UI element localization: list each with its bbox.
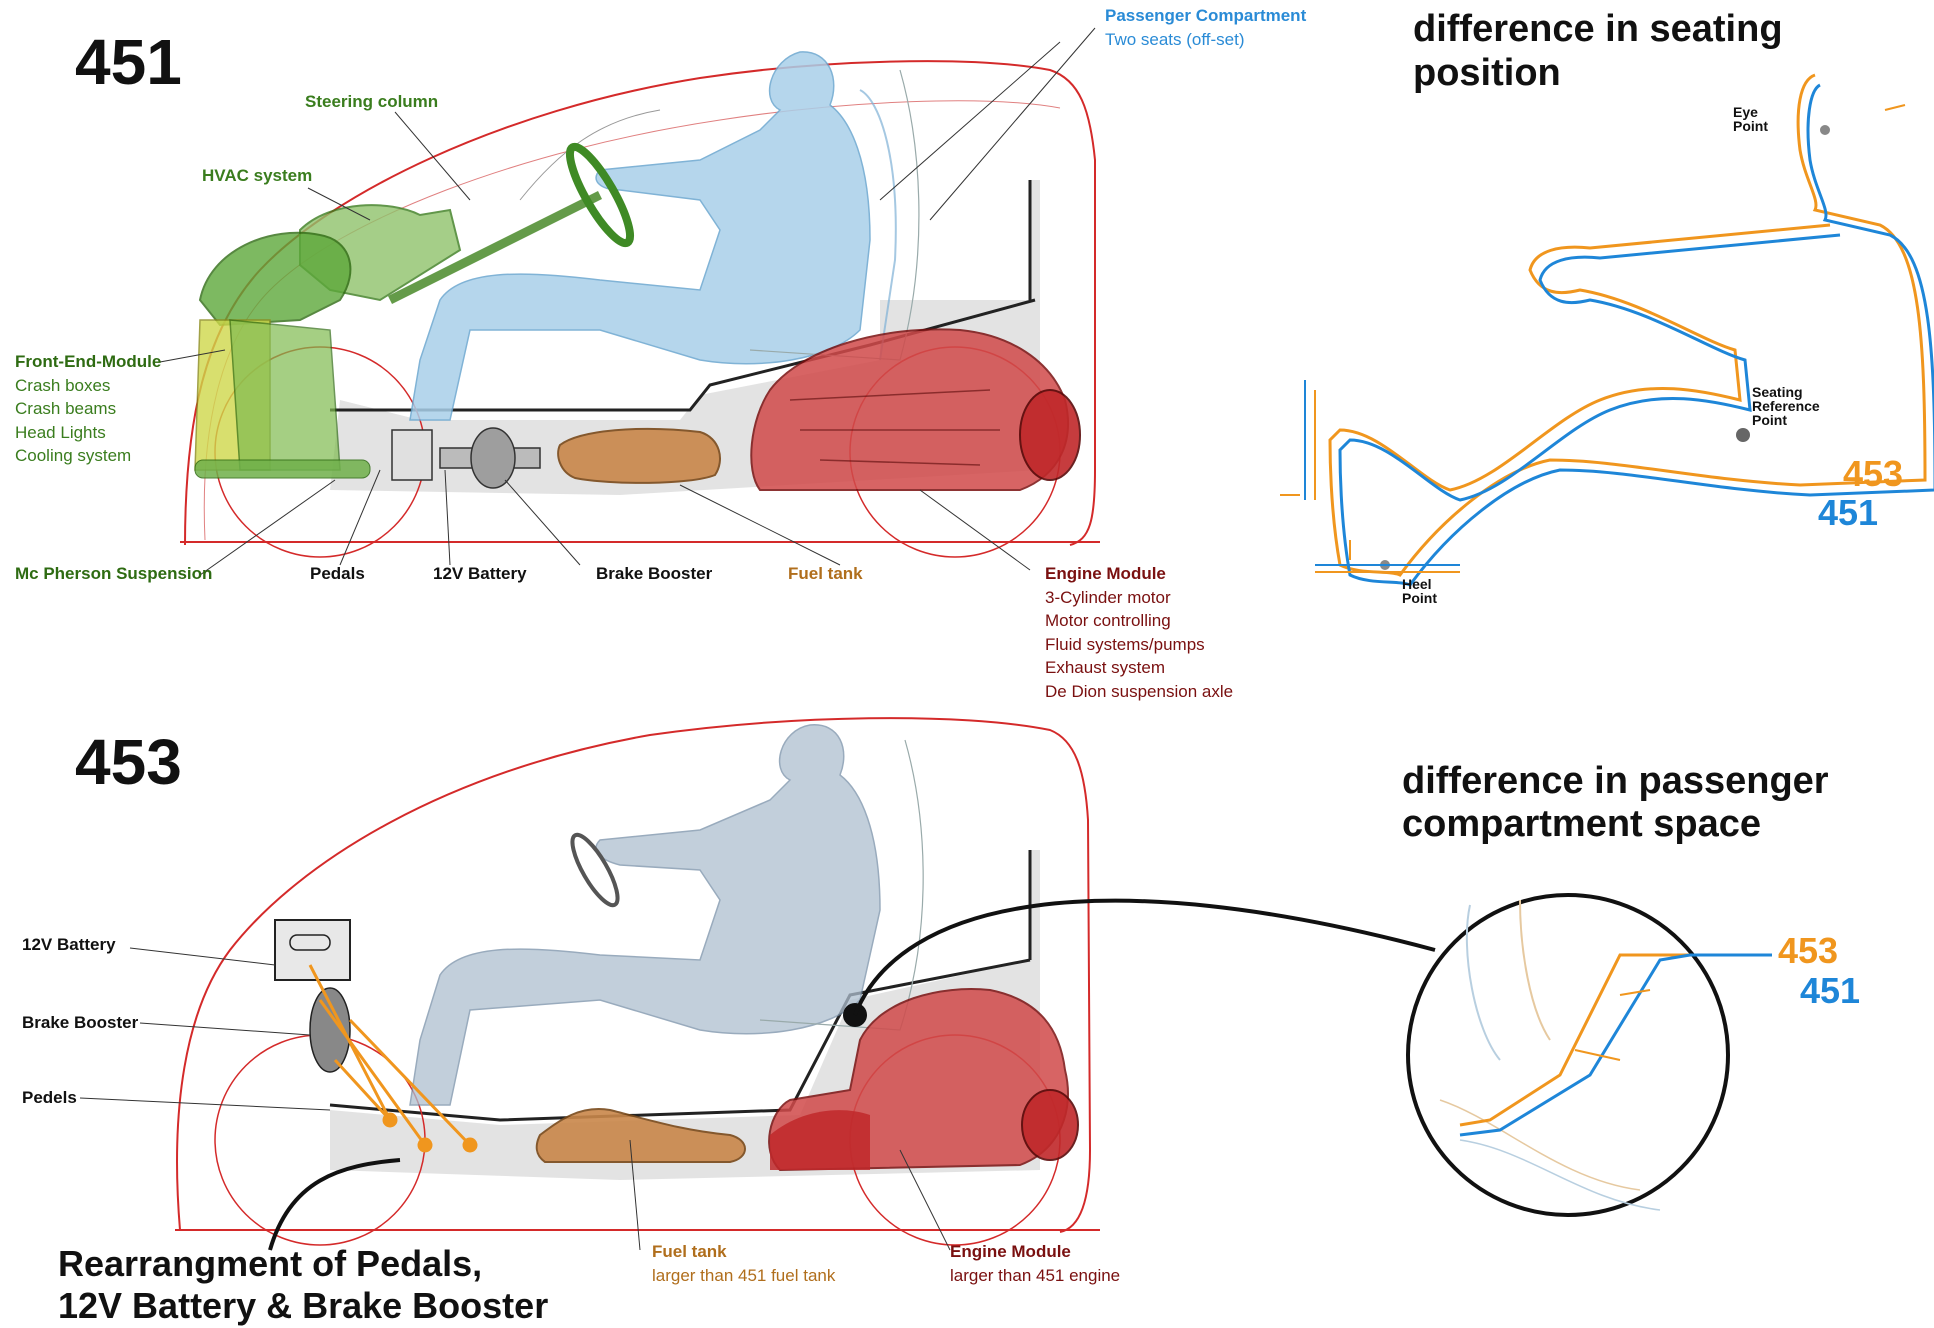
rearrangement-line-2: 12V Battery & Brake Booster: [58, 1284, 548, 1328]
label-fuel-tank-bottom-sub: larger than 451 fuel tank: [652, 1264, 835, 1288]
label-engine-item: Motor controlling: [1045, 609, 1171, 633]
label-heel-point-line-1: Heel: [1402, 577, 1432, 591]
compartment-title-line-1: difference in passenger: [1402, 760, 1829, 802]
compartment-tag-453: 453: [1778, 930, 1838, 972]
car-453-rearrangement-pointer: [270, 1160, 400, 1250]
compartment-title-line-2: compartment space: [1402, 803, 1761, 845]
label-pedels: Pedels: [22, 1088, 77, 1108]
label-pedals: Pedals: [310, 564, 365, 584]
label-engine-item: Fluid systems/pumps: [1045, 633, 1205, 657]
label-steering-column: Steering column: [305, 92, 438, 112]
label-fuel-tank-top: Fuel tank: [788, 564, 863, 584]
label-engine-item: De Dion suspension axle: [1045, 680, 1233, 704]
seating-title-line-1: difference in seating: [1413, 8, 1783, 50]
label-engine-module-bottom-sub: larger than 451 engine: [950, 1264, 1120, 1288]
car-451-fuel-tank: [558, 429, 720, 483]
compartment-tag-451: 451: [1800, 970, 1860, 1012]
label-engine-item: 3-Cylinder motor: [1045, 586, 1171, 610]
label-eye-point-line-2: Point: [1733, 119, 1768, 133]
label-passenger-compartment: Passenger Compartment: [1105, 6, 1306, 26]
label-front-end-item: Crash beams: [15, 397, 116, 421]
label-fuel-tank-bottom: Fuel tank: [652, 1242, 727, 1262]
label-front-end-item: Cooling system: [15, 444, 131, 468]
car-453: [80, 718, 1435, 1250]
label-front-end-module: Front-End-Module: [15, 352, 161, 372]
label-mcpherson-suspension: Mc Pherson Suspension: [15, 564, 212, 584]
rearrangement-line-1: Rearrangment of Pedals,: [58, 1242, 482, 1286]
label-12v-battery-top: 12V Battery: [433, 564, 527, 584]
seating-tag-453: 453: [1843, 453, 1903, 495]
label-srp-line-1: Seating: [1752, 385, 1803, 399]
car-451-battery: [392, 430, 432, 480]
label-engine-module-bottom: Engine Module: [950, 1242, 1071, 1262]
car-451: [160, 28, 1100, 575]
compartment-zoom: [1408, 895, 1772, 1215]
seating-tag-451: 451: [1818, 492, 1878, 534]
label-engine-item: Exhaust system: [1045, 656, 1165, 680]
label-brake-booster-top: Brake Booster: [596, 564, 712, 584]
label-eye-point-line-1: Eye: [1733, 105, 1758, 119]
label-heel-point-line-2: Point: [1402, 591, 1437, 605]
label-passenger-compartment-sub: Two seats (off-set): [1105, 28, 1245, 52]
label-engine-module-top: Engine Module: [1045, 564, 1166, 584]
label-12v-battery-bottom: 12V Battery: [22, 935, 116, 955]
seating-reference-point-marker: [1736, 428, 1750, 442]
label-front-end-item: Head Lights: [15, 421, 106, 445]
eye-point-marker: [1820, 125, 1830, 135]
label-srp-line-2: Reference: [1752, 399, 1820, 413]
seating-title-line-2: position: [1413, 52, 1561, 94]
label-srp-line-3: Point: [1752, 413, 1787, 427]
label-hvac-system: HVAC system: [202, 166, 312, 186]
model-451-title: 451: [75, 25, 182, 99]
model-453-title: 453: [75, 725, 182, 799]
label-front-end-item: Crash boxes: [15, 374, 110, 398]
label-brake-booster-bottom: Brake Booster: [22, 1013, 138, 1033]
car-453-fuel-tank: [537, 1109, 745, 1162]
